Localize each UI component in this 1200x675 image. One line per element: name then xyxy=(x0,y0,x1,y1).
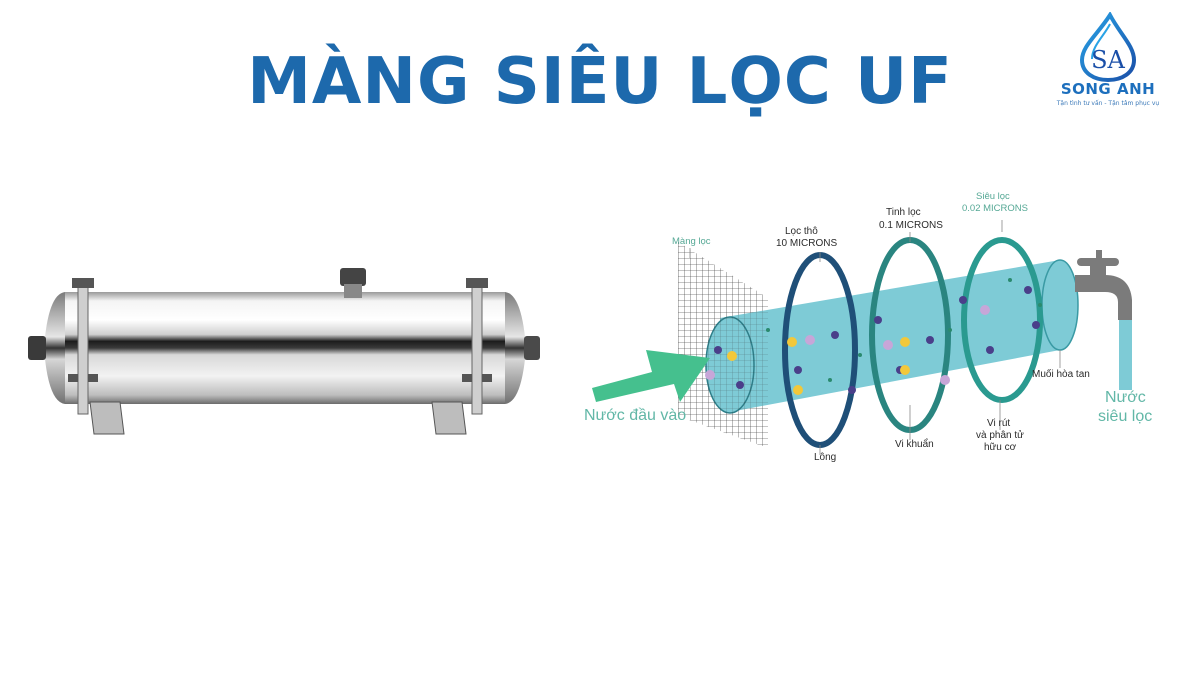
water-drop-icon: SA xyxy=(1079,12,1137,82)
label-loc-tho-size: 10 MICRONS xyxy=(776,238,838,249)
label-tinh-loc: Tinh lọc xyxy=(886,207,921,218)
uf-filtration-diagram: Màng lọc Lọc thô 10 MICRONS Tinh lọc 0.1… xyxy=(570,180,1200,484)
label-output-water-2: siêu lọc xyxy=(1098,408,1153,425)
faucet-icon xyxy=(1075,250,1132,390)
svg-text:SA: SA xyxy=(1091,46,1125,74)
label-vi-khuan: Vi khuẩn xyxy=(895,439,934,450)
label-vi-rut-1: Vi rút xyxy=(987,418,1011,429)
label-output-water-1: Nước xyxy=(1105,389,1146,406)
stainless-filter-housing-icon xyxy=(28,268,540,435)
label-loc-tho: Lọc thô xyxy=(785,226,818,237)
brand-logo: SA SONG ANH Tận tình tư vấn - Tận tâm ph… xyxy=(1038,12,1178,120)
label-tinh-loc-size: 0.1 MICRONS xyxy=(879,220,943,231)
label-sieu-loc-size: 0.02 MICRONS xyxy=(962,203,1028,214)
page-title: MÀNG SIÊU LỌC UF xyxy=(247,45,953,119)
uf-housing-image xyxy=(20,262,550,441)
label-muoi-hoa-tan: Muối hòa tan xyxy=(1032,369,1090,380)
brand-name: SONG ANH xyxy=(1060,80,1156,98)
label-sieu-loc: Siêu lọc xyxy=(976,191,1010,202)
label-long: Lông xyxy=(814,452,837,463)
label-input-water: Nước đầu vào xyxy=(584,407,687,424)
label-vi-rut-2: và phân tử xyxy=(976,430,1024,441)
input-arrow-icon xyxy=(592,350,710,402)
label-vi-rut-3: hữu cơ xyxy=(984,442,1017,453)
brand-tagline: Tận tình tư vấn - Tận tâm phục vụ xyxy=(1056,100,1160,107)
filtration-process-illustration xyxy=(592,220,1132,455)
label-mang-loc: Màng lọc xyxy=(672,236,711,247)
